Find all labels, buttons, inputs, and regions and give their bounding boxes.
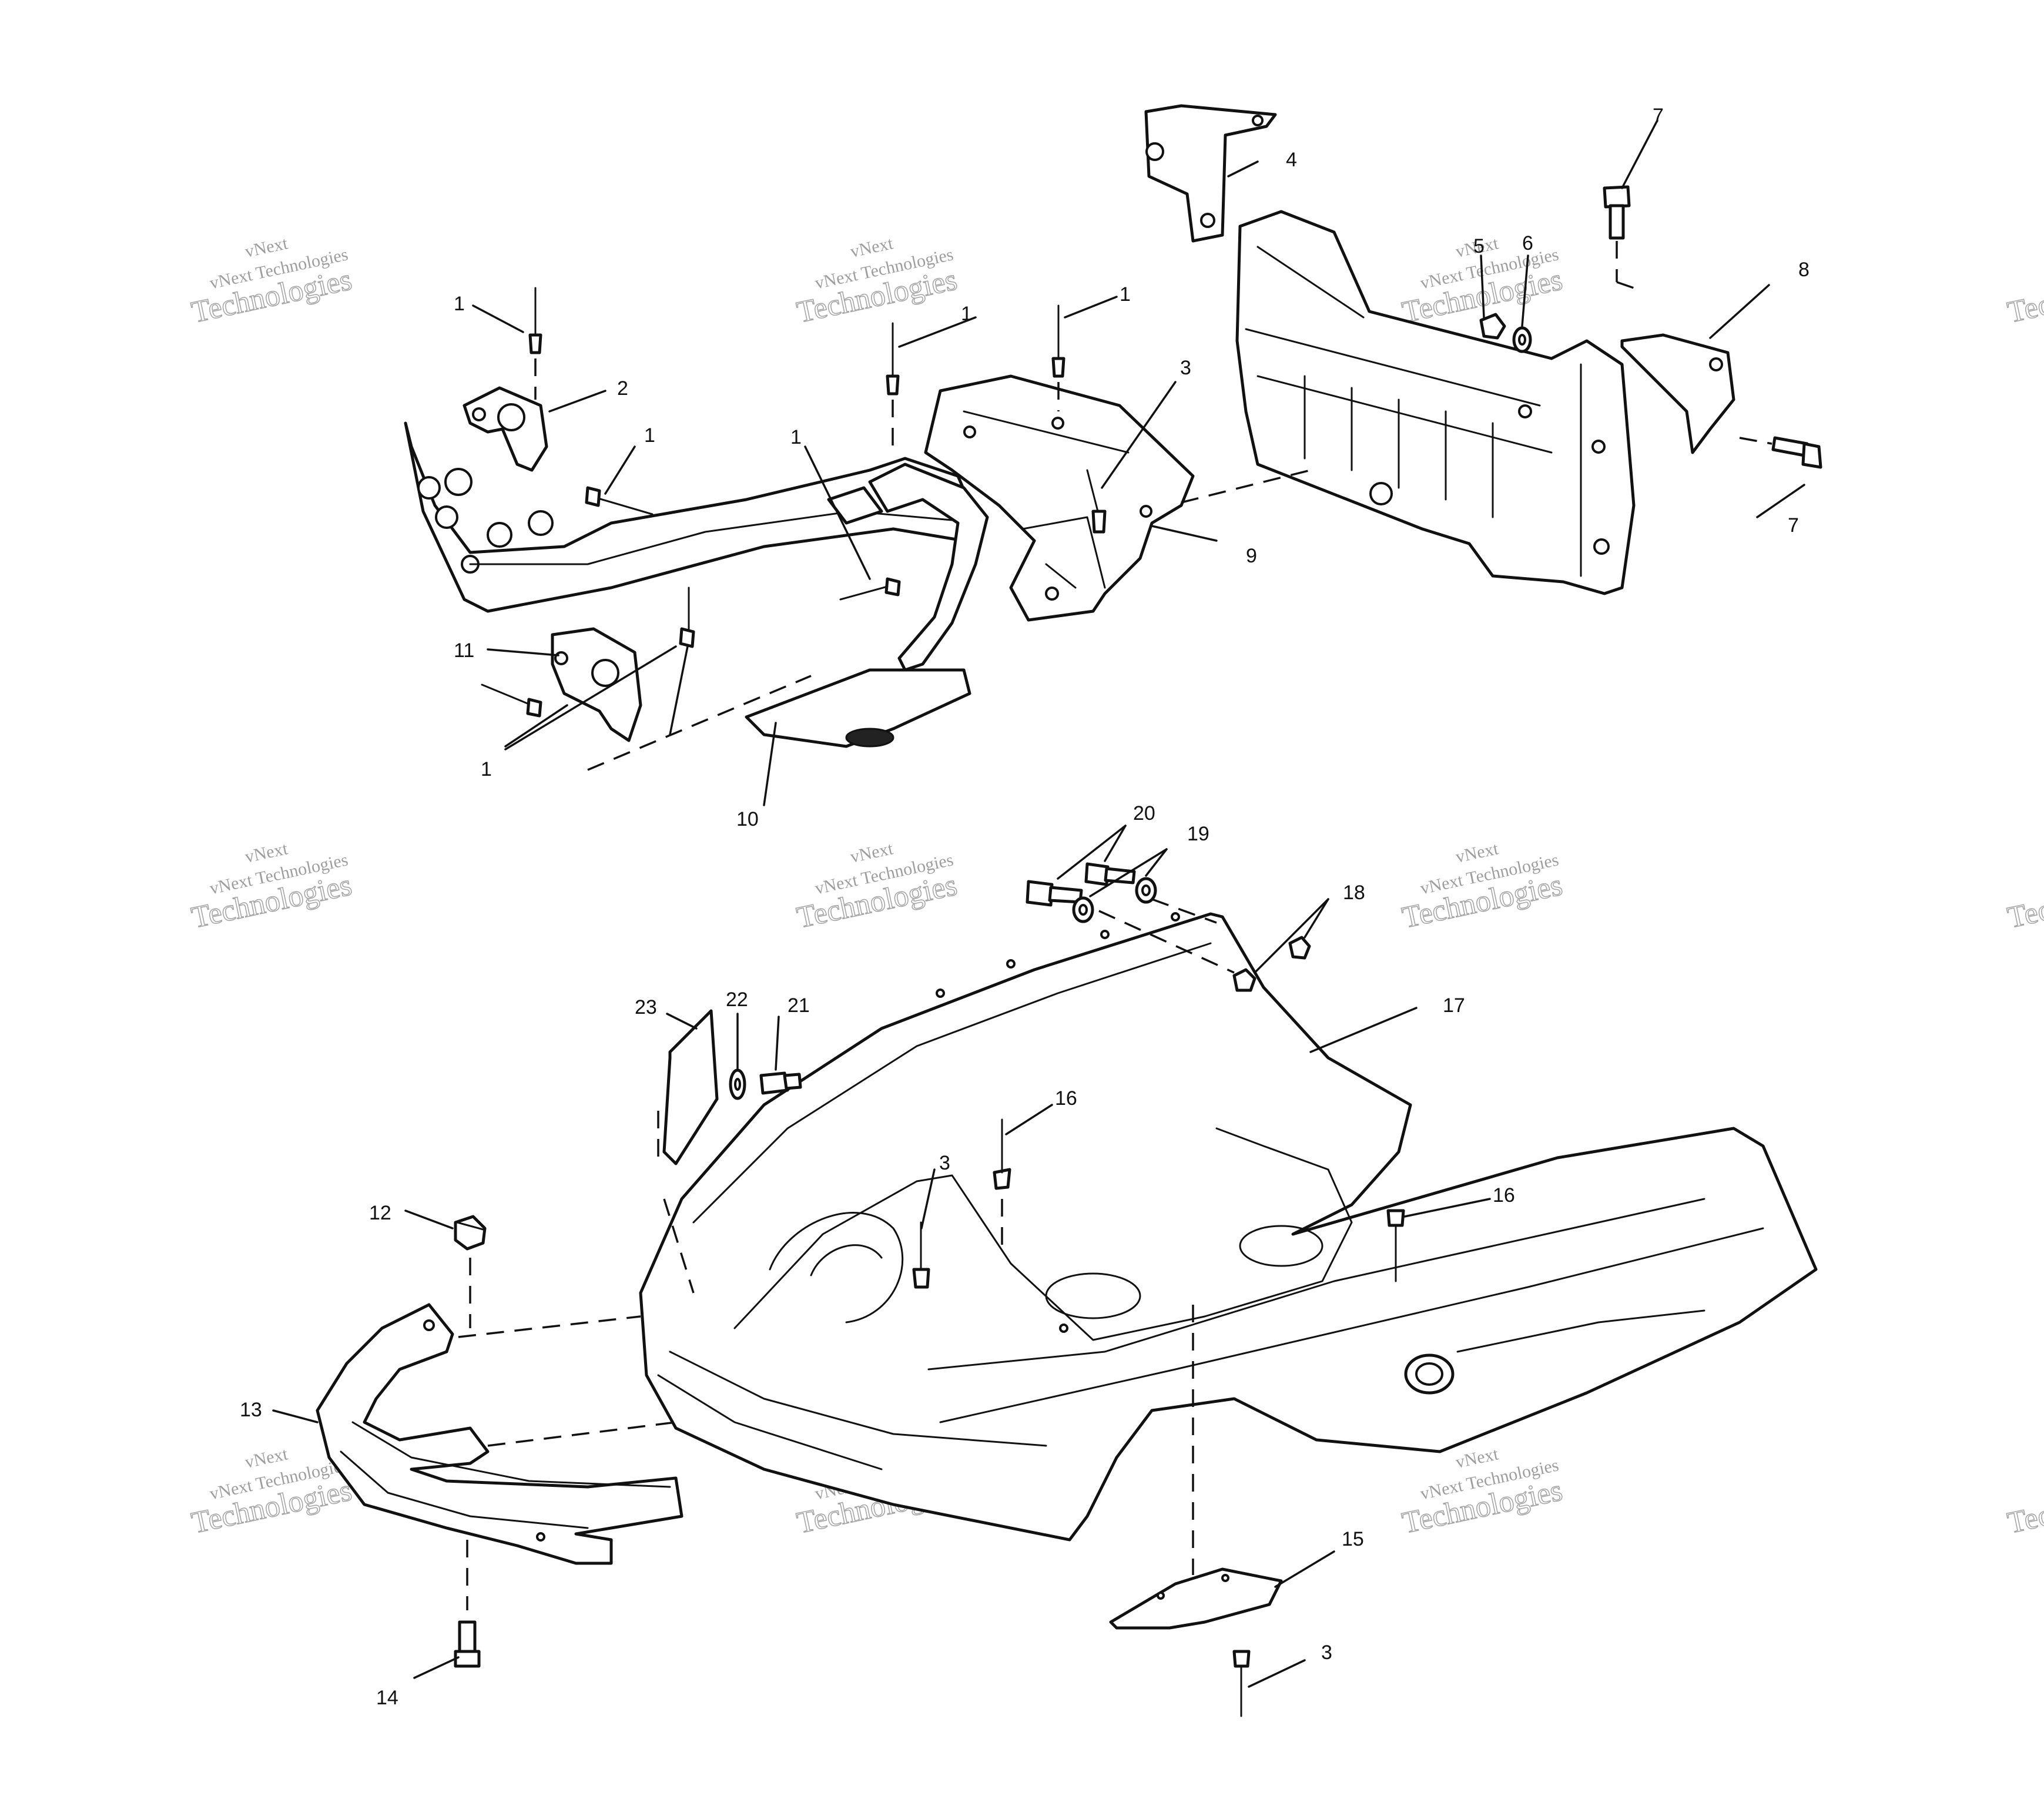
callout-1: 1: [454, 293, 465, 315]
part-16-rivet-b: [1386, 1209, 1405, 1282]
callout-16: 16: [1493, 1184, 1515, 1207]
rivet-1e: [839, 577, 901, 601]
callout-7: 7: [1788, 514, 1799, 537]
part-19-washer-a: [1072, 896, 1094, 923]
rivet-3-upper: [1086, 469, 1107, 534]
part-10-arm: [745, 463, 989, 748]
callout-16: 16: [1055, 1087, 1077, 1110]
callout-20: 20: [1133, 802, 1155, 825]
part-2-plate: [463, 386, 548, 472]
callout-14: 14: [376, 1687, 398, 1709]
callout-11: 11: [454, 639, 474, 662]
watermark-word: Technologies: [2005, 1473, 2044, 1540]
callout-1: 1: [644, 424, 655, 447]
part-7-bolt-top: [1603, 185, 1631, 240]
part-17-hood: [639, 912, 1818, 1542]
callout-2: 2: [617, 377, 628, 400]
rivet-1d: [585, 486, 654, 515]
callout-7: 7: [1653, 105, 1664, 127]
watermark-brand: vNext: [243, 1444, 290, 1472]
part-4-bracket: [1144, 104, 1277, 243]
callout-12: 12: [369, 1202, 391, 1224]
part-18-nut-a: [1232, 968, 1256, 992]
callout-23: 23: [635, 996, 657, 1018]
part-14-bolt: [454, 1620, 481, 1668]
watermark-brand: vNext: [1454, 1444, 1500, 1472]
part-8-bracket: [1620, 333, 1735, 454]
part-6-washer: [1512, 326, 1532, 353]
part-frame-left: [404, 421, 977, 613]
watermark-tile-edge: Technologies: [2004, 1473, 2044, 1541]
callout-15: 15: [1342, 1528, 1364, 1550]
watermark-tile: vNext vNext Technologies Technologies: [188, 839, 355, 935]
watermark-brand: vNext: [1454, 839, 1500, 867]
watermark-brand: vNext: [243, 233, 290, 262]
callout-21: 21: [788, 994, 810, 1017]
watermark-tile: vNext vNext Technologies Technologies: [1399, 233, 1566, 330]
part-19-washer-b: [1135, 877, 1157, 904]
callout-22: 22: [726, 989, 748, 1011]
part-5-nut: [1479, 313, 1506, 340]
callout-3: 3: [1321, 1641, 1332, 1664]
rivet-1a: [528, 287, 542, 354]
callout-1: 1: [961, 303, 972, 325]
watermark-tile: vNext vNext Technologies Technologies: [1399, 839, 1566, 935]
part-20-bolt-a: [1026, 880, 1083, 907]
part-16-rivet-a: [993, 1118, 1011, 1190]
watermark-word: Technologies: [2005, 868, 2044, 934]
callout-1: 1: [481, 758, 492, 780]
watermark-word: Technologies: [2005, 263, 2044, 329]
watermark-tile: vNext vNext Technologies Technologies: [793, 233, 960, 330]
callout-13: 13: [240, 1399, 262, 1421]
watermark-tile: vNext vNext Technologies Technologies: [188, 233, 355, 330]
callout-labels: 1 2 1 1 1 1 3 4 5 6 7 8 7 9 10 11 1 12 1…: [240, 105, 1810, 1709]
part-15-plate: [1109, 1567, 1283, 1630]
callout-19: 19: [1187, 823, 1209, 845]
leader-lines: [272, 119, 1805, 1688]
part-13-bumper: [316, 1303, 683, 1565]
callout-1: 1: [790, 426, 802, 448]
rivet-1g: [481, 683, 542, 718]
part-9-support: [924, 374, 1195, 622]
rivet-3-bottom: [1232, 1650, 1251, 1717]
watermark-tile-edge: Technologies: [2004, 263, 2044, 330]
callout-10: 10: [736, 808, 759, 830]
watermark-brand: vNext: [849, 233, 895, 262]
callout-4: 4: [1286, 149, 1297, 171]
part-23-strip: [662, 1009, 719, 1165]
callout-8: 8: [1798, 259, 1810, 281]
watermark-brand: vNext: [243, 839, 290, 867]
watermark-tile: vNext vNext Technologies Technologies: [793, 839, 960, 935]
callout-17: 17: [1443, 994, 1465, 1017]
callout-6: 6: [1522, 232, 1533, 254]
part-18-nut-b: [1288, 936, 1311, 960]
part-crossmember: [1235, 210, 1636, 595]
part-7-bolt-right: [1771, 436, 1822, 469]
part-22-washer: [729, 1068, 746, 1100]
callout-5: 5: [1473, 235, 1485, 257]
watermark-brand: vNext: [849, 839, 895, 867]
alignment-lines: [458, 241, 1772, 1610]
rivet-1f: [679, 587, 695, 648]
rivet-3-hood: [912, 1221, 930, 1289]
part-20-bolt-b: [1084, 862, 1136, 886]
callout-9: 9: [1246, 545, 1257, 567]
callout-3: 3: [1180, 357, 1191, 379]
rivet-1b: [886, 322, 900, 396]
part-21-bolt: [759, 1071, 802, 1095]
callout-18: 18: [1343, 882, 1365, 904]
part-11-plate: [551, 627, 642, 742]
part-12-nut: [454, 1215, 487, 1251]
rivet-1c: [1051, 304, 1065, 378]
watermark-tile-edge: Technologies: [2004, 868, 2044, 936]
callout-3: 3: [939, 1152, 950, 1174]
callout-1: 1: [1120, 283, 1131, 306]
